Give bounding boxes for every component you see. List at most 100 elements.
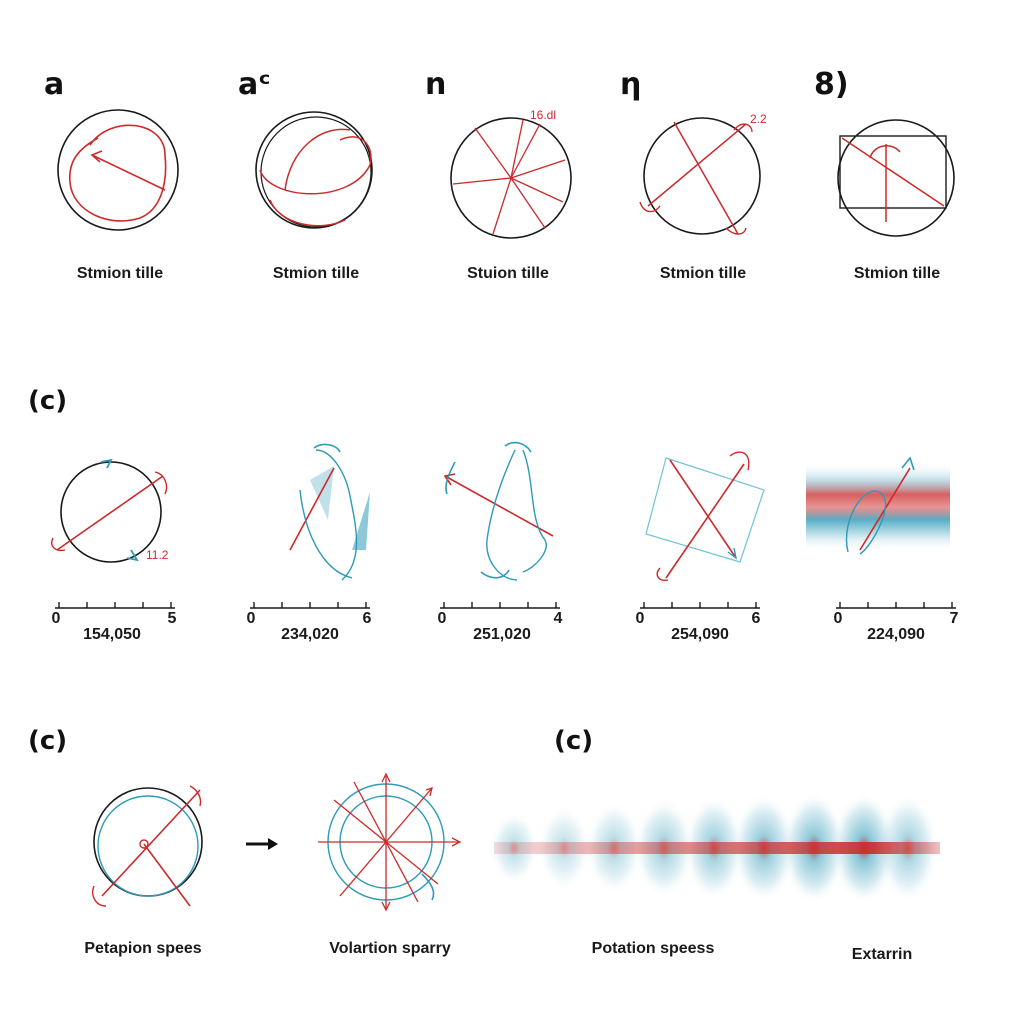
speed-diagram-1 [92,785,203,907]
axis-end-4: 6 [751,610,761,627]
red-diagonal-line [669,459,737,559]
teal-arc [313,443,341,453]
red-arrow-line [444,475,554,537]
right-arrow-icon [246,838,278,850]
red-arc [189,785,202,807]
axis-ruler-4 [640,602,760,609]
arrow-head [381,901,391,912]
red-arrow-line [91,154,166,191]
rotation-sketch-5 [806,456,950,555]
spoke [474,127,512,179]
caption-r3-4: Extarrin [851,946,913,963]
red-hook-curve [869,145,901,159]
rotation-sketch-2 [289,443,370,581]
arrow-head [451,837,462,847]
red-diagonal-line [647,123,747,207]
outer-circle [450,117,572,239]
teal-sweep-curve [486,449,518,581]
red-diagonal-line [101,789,201,897]
panel-letter-n: n [425,67,447,102]
axis-end-2: 6 [362,610,372,627]
axis-start-2: 0 [246,610,256,627]
spoke [510,177,564,203]
motion-blur-strip [490,792,940,904]
row3-label-right: (c) [554,726,594,756]
axis-ruler-2 [250,602,370,609]
annotation-4: 2.2 [750,112,767,126]
axis-start-1: 0 [51,610,61,627]
red-arc-left [639,201,661,213]
teal-sweep-curve [522,449,547,573]
teal-tick [126,549,139,562]
outer-circle [837,119,955,237]
red-arc [51,537,66,552]
panel-letter-a-prime: aᶜ [238,67,271,102]
caption-r3-3: Potation speess [591,940,715,957]
caption-4: Stmion tille [659,265,747,282]
red-arc [154,471,168,495]
outer-circle [57,109,179,231]
axis-ruler-5 [836,602,956,609]
teal-square-frame [645,457,765,563]
teal-arc [445,461,456,495]
spoke [510,177,546,229]
axis-value-5: 224,090 [867,626,925,643]
spoke [510,123,541,179]
axis-ruler-1 [55,602,175,609]
axis-ruler-3 [440,602,560,609]
red-arc [656,567,669,582]
arrow-head [90,150,103,163]
circle-diagram-2 [255,111,373,229]
axis-value-2: 234,020 [281,626,339,643]
red-arc-top [733,123,753,133]
caption-r3-2: Volartion sparry [329,940,451,957]
red-streak [494,842,940,854]
teal-arrow-head [901,456,915,471]
teal-sweep-curve [845,490,887,555]
axis-end-5: 7 [949,610,959,627]
axis-value-4: 254,090 [671,626,729,643]
axis-end-3: 4 [553,610,563,627]
circle-diagram-4 [639,117,761,235]
teal-arc [480,569,510,579]
rotation-sketch-3 [443,441,554,581]
axis-value-1: 154,050 [83,626,141,643]
teal-arrow-head [727,547,738,560]
rotation-sketch-4 [645,451,765,582]
panel-letter-a: a [44,67,65,102]
panel-letter-8: 8) [814,67,849,102]
red-diagonal-line [673,121,739,235]
annotation-3: 16.dl [530,108,557,122]
teal-arc [504,441,532,453]
red-diagonal-line [56,475,164,551]
spoke [492,177,512,235]
spoke [353,781,419,903]
red-arc [92,885,107,907]
caption-5: Stmion tille [853,265,941,282]
row2-label: (c) [28,386,68,416]
row3-label-left: (c) [28,726,68,756]
red-arc [729,451,750,471]
teal-sweep-curve [299,489,353,579]
caption-3: Stuion tille [467,265,549,282]
arrow-head [425,787,433,797]
red-tail-curve [269,199,346,227]
red-swoop-curve [284,128,351,191]
red-orbit-curve [259,136,372,195]
outer-circle [643,117,761,235]
red-diagonal-line [143,843,191,907]
arrow-head [381,772,391,783]
teal-arc [421,873,435,901]
circle-diagram-3 [450,117,572,239]
axis-start-5: 0 [833,610,843,627]
red-line [289,467,335,551]
caption-r3-1: Petapion spees [84,940,202,957]
red-arc-bottom [725,227,747,235]
speed-diagram-2 [318,772,462,912]
axis-end-1: 5 [167,610,177,627]
red-diagonal-line [665,463,745,579]
teal-tick [100,458,113,469]
teal-inner-circle [97,795,199,897]
square-frame [839,135,947,209]
circle-diagram-1 [57,109,179,231]
